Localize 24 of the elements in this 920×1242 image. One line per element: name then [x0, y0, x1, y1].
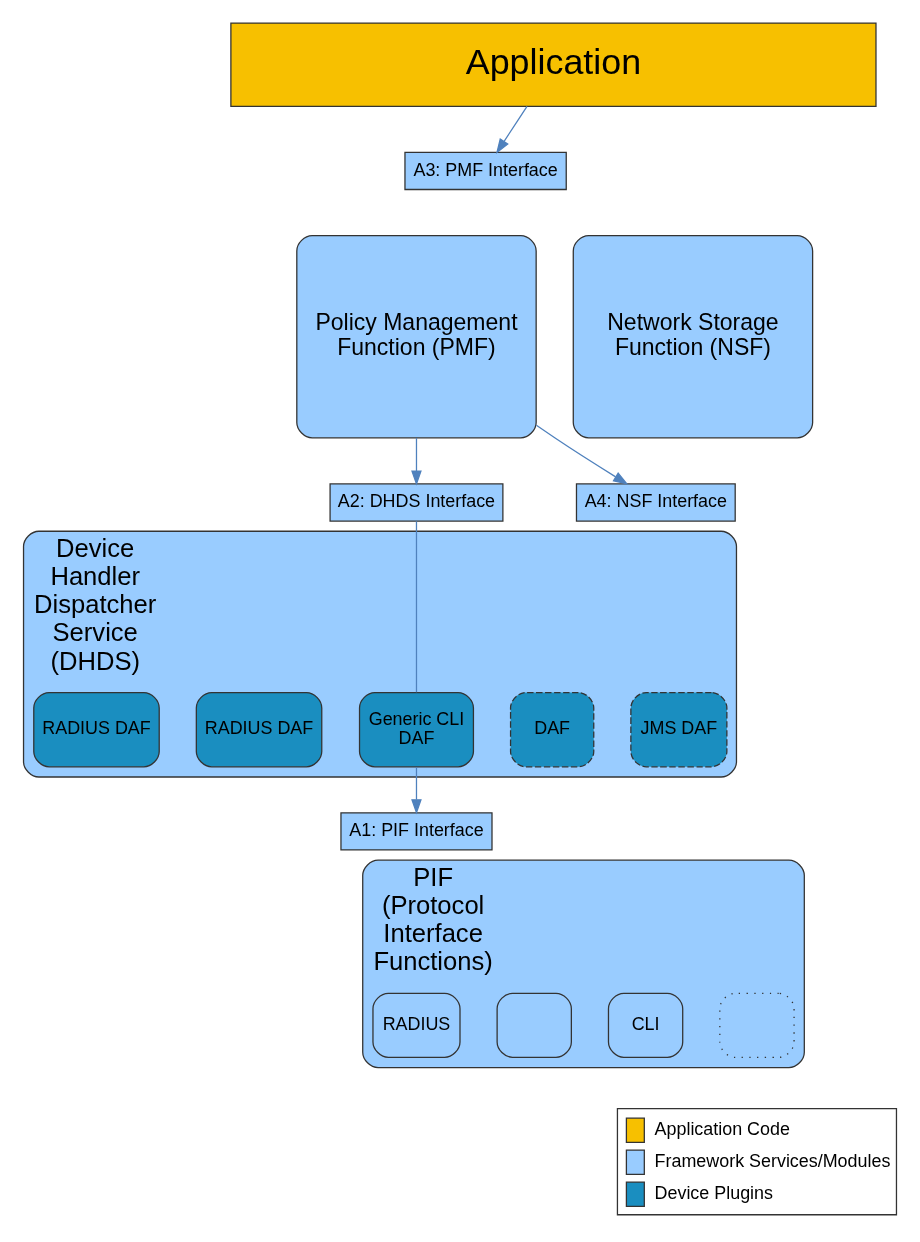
- node-box: RADIUS DAF: [195, 691, 323, 767]
- node-box: A1: PIF Interface: [340, 811, 493, 851]
- legend-label: Framework Services/Modules: [654, 1150, 891, 1171]
- node-box: RADIUS DAF: [33, 691, 160, 767]
- node-box: [496, 992, 572, 1058]
- node-box: CLI: [607, 992, 684, 1058]
- node-box: Generic CLI DAF: [358, 691, 475, 767]
- node-box: A4: NSF Interface: [575, 482, 736, 522]
- arrow: [495, 105, 528, 154]
- node-box: DAF: [509, 691, 595, 767]
- node-box: Policy Management Function (PMF): [296, 234, 537, 438]
- node-box: RADIUS: [372, 992, 461, 1058]
- node-box: Network Storage Function (NSF): [572, 234, 814, 438]
- arrow: [411, 436, 422, 486]
- legend-label: Device Plugins: [654, 1182, 773, 1203]
- node-box: [719, 992, 795, 1058]
- node-box: Application: [230, 22, 877, 107]
- legend-label: Application Code: [654, 1118, 790, 1139]
- arrow: [411, 766, 422, 815]
- node-box: A3: PMF Interface: [404, 151, 567, 190]
- node-box: JMS DAF: [630, 691, 728, 767]
- connector: [415, 520, 418, 693]
- node-box: A2: DHDS Interface: [329, 482, 504, 522]
- arrow: [535, 424, 629, 485]
